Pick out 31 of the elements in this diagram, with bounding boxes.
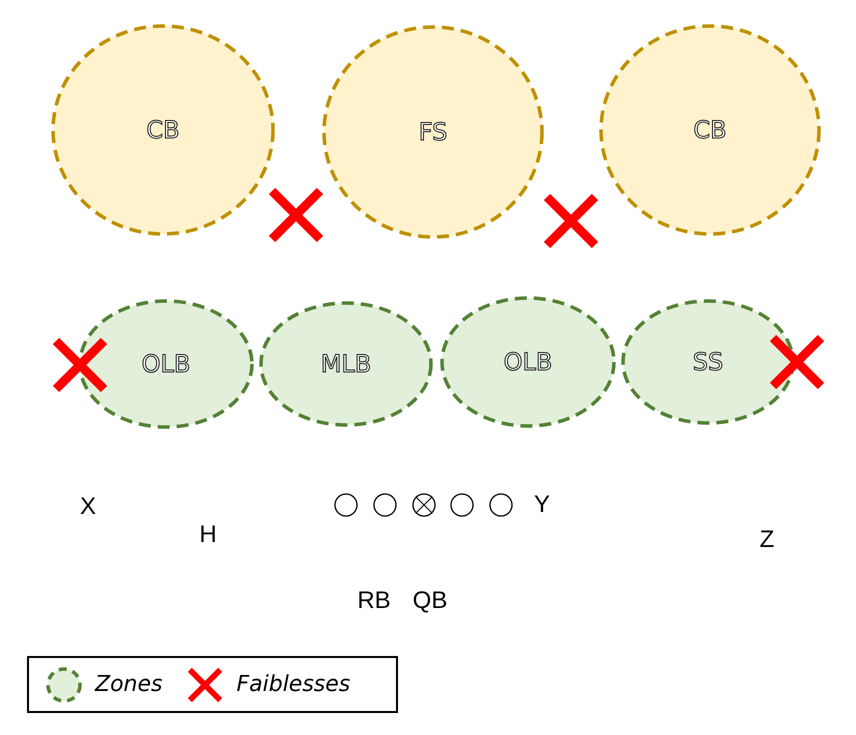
weakness-cross-icon: [266, 185, 326, 245]
position-label: OLB: [142, 349, 190, 380]
zone-ellipse: [440, 296, 616, 428]
center-player-icon: [412, 493, 436, 517]
position-label: FS: [418, 117, 448, 148]
zone-ellipse: [599, 24, 821, 236]
legend-label: Zones: [95, 671, 162, 699]
weakness-cross-icon: [767, 332, 827, 392]
player-label: Z: [760, 525, 774, 555]
zone-ellipse: [322, 25, 544, 239]
player-label: RB: [357, 586, 391, 616]
player-label: Y: [534, 490, 550, 520]
player-label: X: [80, 492, 96, 522]
zone-ellipse: [51, 24, 275, 236]
weakness-cross-icon: [541, 191, 601, 251]
lineman-icon: [450, 493, 474, 517]
legend-label: Faiblesses: [236, 671, 350, 699]
position-label: CB: [146, 115, 180, 146]
lineman-icon: [373, 493, 397, 517]
lineman-icon: [489, 493, 513, 517]
lineman-icon: [334, 493, 358, 517]
position-label: OLB: [504, 347, 552, 378]
player-label: QB: [412, 586, 448, 616]
position-label: MLB: [320, 349, 372, 380]
zone-ellipse: [621, 299, 795, 425]
zone-ellipse: [78, 299, 254, 429]
position-label: CB: [693, 115, 727, 146]
position-label: SS: [692, 347, 724, 378]
player-label: H: [199, 520, 217, 550]
zone-ellipse: [259, 301, 433, 427]
weakness-cross-icon: [50, 335, 110, 395]
